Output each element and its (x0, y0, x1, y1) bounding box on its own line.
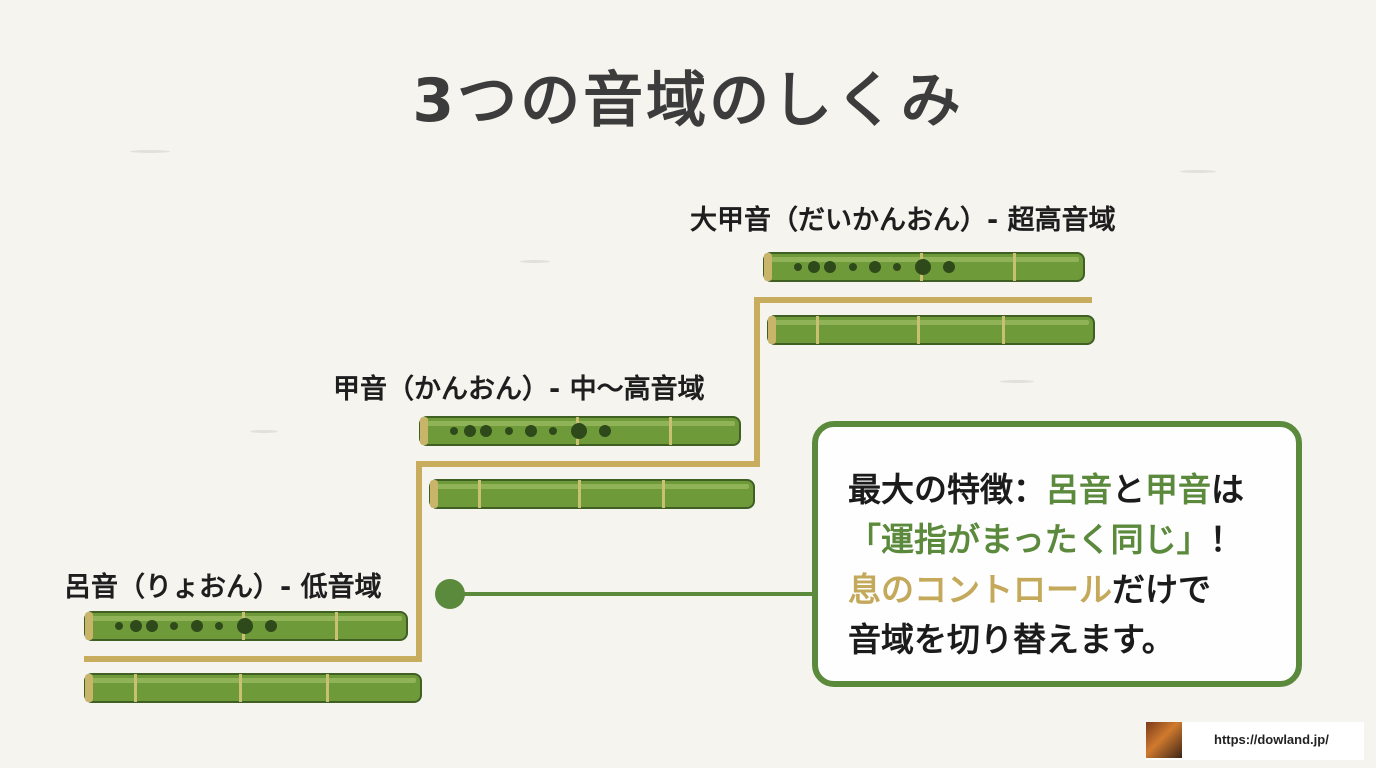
callout-text: だけで (1112, 570, 1211, 609)
callout-highlight-breath: 息のコントロール (848, 570, 1112, 609)
bamboo-node (578, 480, 581, 508)
paper-texture (250, 430, 278, 433)
callout-text: ！ (1209, 520, 1243, 559)
flute-ro-bottom (84, 673, 422, 703)
bamboo-node (1013, 253, 1016, 281)
finger-hole (525, 425, 537, 437)
finger-hole (464, 425, 476, 437)
register-step-line (84, 297, 1092, 662)
paper-texture (1180, 170, 1216, 173)
finger-hole (571, 423, 587, 439)
callout-highlight-ro: 呂音 (1046, 470, 1112, 509)
callout-highlight-fingering: 「運指がまったく同じ」 (848, 520, 1210, 559)
callout-text: 最大の特徴： (848, 470, 1046, 509)
finger-hole (599, 425, 611, 437)
finger-hole (115, 622, 123, 630)
key-feature-callout: 最大の特徴：呂音と甲音は 「運指がまったく同じ」！ 息のコントロールだけで 音域… (812, 421, 1302, 687)
paper-texture (1000, 380, 1034, 383)
flute-end-cap (430, 480, 438, 508)
finger-hole (794, 263, 802, 271)
finger-hole (480, 425, 492, 437)
finger-hole (146, 620, 158, 632)
site-thumbnail-image (1146, 722, 1182, 758)
callout-line-2: 「運指がまったく同じ」！ (848, 515, 1296, 565)
finger-hole (505, 427, 513, 435)
callout-line-3: 息のコントロールだけで (848, 565, 1296, 615)
finger-hole (450, 427, 458, 435)
finger-hole (943, 261, 955, 273)
bamboo-node (662, 480, 665, 508)
bamboo-node (478, 480, 481, 508)
finger-hole (849, 263, 857, 271)
bamboo-sheen (433, 484, 749, 489)
level-label-ro: 呂音（りょおん）- 低音域 (64, 572, 382, 603)
flute-kan-bottom (429, 479, 755, 509)
level-label-daikan: 大甲音（だいかんおん）- 超高音域 (690, 205, 1116, 236)
finger-hole (893, 263, 901, 271)
finger-hole (191, 620, 203, 632)
flute-end-cap (768, 316, 776, 344)
flute-end-cap (85, 674, 93, 702)
flute-kan-top (419, 416, 741, 446)
flute-daikan-bottom (767, 315, 1095, 345)
flute-end-cap (420, 417, 428, 445)
finger-hole (549, 427, 557, 435)
finger-hole (237, 618, 253, 634)
callout-connector-line (460, 592, 814, 596)
bamboo-sheen (771, 320, 1089, 325)
flute-ro-top (84, 611, 408, 641)
bamboo-node (917, 316, 920, 344)
callout-line-4: 音域を切り替えます。 (848, 615, 1296, 665)
site-url-link[interactable]: https://dowland.jp/ (1214, 732, 1329, 747)
flute-daikan-top (763, 252, 1085, 282)
flute-end-cap (764, 253, 772, 281)
bamboo-node (239, 674, 242, 702)
callout-highlight-kan: 甲音 (1145, 470, 1211, 509)
callout-line-1: 最大の特徴：呂音と甲音は (848, 465, 1296, 515)
bamboo-node (134, 674, 137, 702)
callout-text: 音域を切り替えます。 (848, 620, 1175, 659)
finger-hole (170, 622, 178, 630)
level-label-kan: 甲音（かんおん）- 中〜高音域 (333, 374, 705, 405)
finger-hole (215, 622, 223, 630)
finger-hole (915, 259, 931, 275)
bamboo-node (1002, 316, 1005, 344)
finger-hole (824, 261, 836, 273)
bamboo-sheen (88, 678, 416, 683)
bamboo-node (816, 316, 819, 344)
finger-hole (130, 620, 142, 632)
bamboo-node (669, 417, 672, 445)
bamboo-node (335, 612, 338, 640)
finger-hole (869, 261, 881, 273)
finger-hole (808, 261, 820, 273)
paper-texture (130, 150, 170, 153)
callout-connector-dot (435, 579, 465, 609)
page-title: 3つの音域のしくみ (412, 66, 964, 136)
callout-text: と (1112, 470, 1145, 509)
bamboo-node (326, 674, 329, 702)
finger-hole (265, 620, 277, 632)
callout-text: は (1211, 470, 1244, 509)
paper-texture (520, 260, 550, 263)
flute-end-cap (85, 612, 93, 640)
site-badge[interactable]: https://dowland.jp/ (1146, 722, 1364, 760)
